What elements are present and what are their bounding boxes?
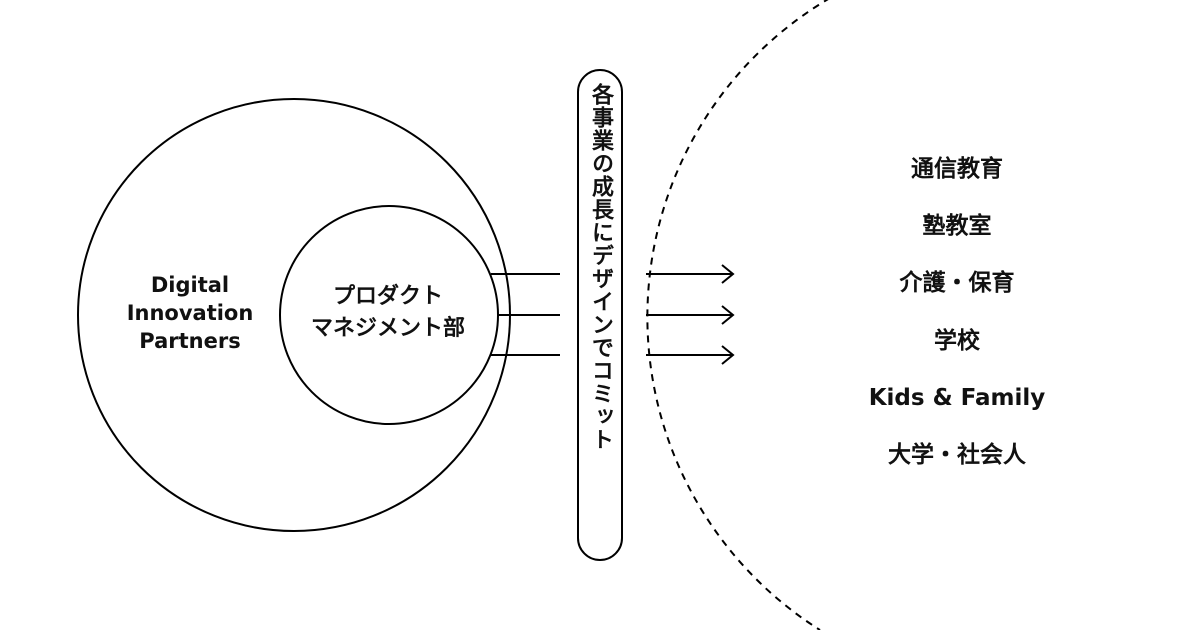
outer-circle-label: Digital Innovation Partners: [105, 271, 275, 355]
inner-label-line-1: プロダクト: [332, 284, 443, 309]
business-item-cram-school: 塾教室: [922, 213, 992, 240]
inner-circle-label: プロダクト マネジメント部: [282, 281, 494, 345]
arrow-middle: [646, 305, 735, 325]
target-business-list: 通信教育 塾教室 介護・保育 学校 Kids & Family 大学・社会人: [857, 150, 1057, 493]
inner-label-line-2: マネジメント部: [310, 316, 465, 341]
business-item-school: 学校: [934, 327, 980, 354]
business-item-correspondence-education: 通信教育: [911, 156, 1003, 182]
business-item-kids-family: Kids & Family: [868, 384, 1046, 411]
business-scope-dashed-arc: [646, 0, 829, 630]
arrow-bottom: [646, 345, 735, 365]
business-item-university-adult: 大学・社会人: [888, 441, 1026, 468]
arrow-top: [646, 264, 735, 284]
outer-label-line-3: Partners: [139, 329, 241, 353]
business-item-nursing-childcare: 介護・保育: [899, 270, 1015, 297]
commitment-pill-text: 各事業の成長にデザインでコミット: [588, 83, 613, 451]
commitment-pill-shape: [577, 69, 623, 561]
outer-label-line-2: Innovation: [126, 301, 254, 325]
outer-label-line-1: Digital: [150, 273, 230, 297]
